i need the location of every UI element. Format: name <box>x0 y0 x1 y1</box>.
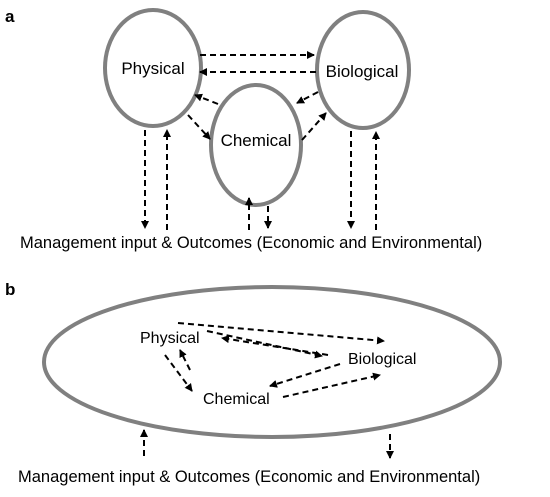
panel-a-label: a <box>5 7 15 26</box>
arrow-chemical-to-biological-b <box>282 372 381 398</box>
arrow-biological-to-physical-b <box>221 335 329 356</box>
chemical-label-b: Chemical <box>203 391 270 408</box>
arrow-physical-to-chemical-b <box>164 354 193 392</box>
outcomes-label-b: Management input & Outcomes (Economic an… <box>18 468 480 486</box>
soil-system-ellipse <box>42 285 502 439</box>
chemical-ellipse <box>209 83 303 207</box>
arrow-biological-to-chemical-b <box>269 363 341 388</box>
chemical-label-a: Chemical <box>221 131 292 150</box>
arrow-physical-to-biological-b <box>177 322 385 345</box>
arrow-physical-to-chemical <box>187 114 211 140</box>
arrow-chemical-to-biological <box>301 112 327 141</box>
biological-ellipse <box>315 10 411 130</box>
panel-b-label: b <box>5 280 15 299</box>
physical-label-b: Physical <box>140 330 200 347</box>
arrow-biological-to-chemical <box>296 91 319 104</box>
physical-label-a: Physical <box>121 59 184 78</box>
arrow-chemical-to-physical-b <box>179 349 191 371</box>
arrow-chemical-to-physical <box>194 93 219 105</box>
biological-label-a: Biological <box>326 62 399 81</box>
outcomes-label-a: Management input & Outcomes (Economic an… <box>20 234 482 252</box>
biological-label-b: Biological <box>348 351 416 368</box>
